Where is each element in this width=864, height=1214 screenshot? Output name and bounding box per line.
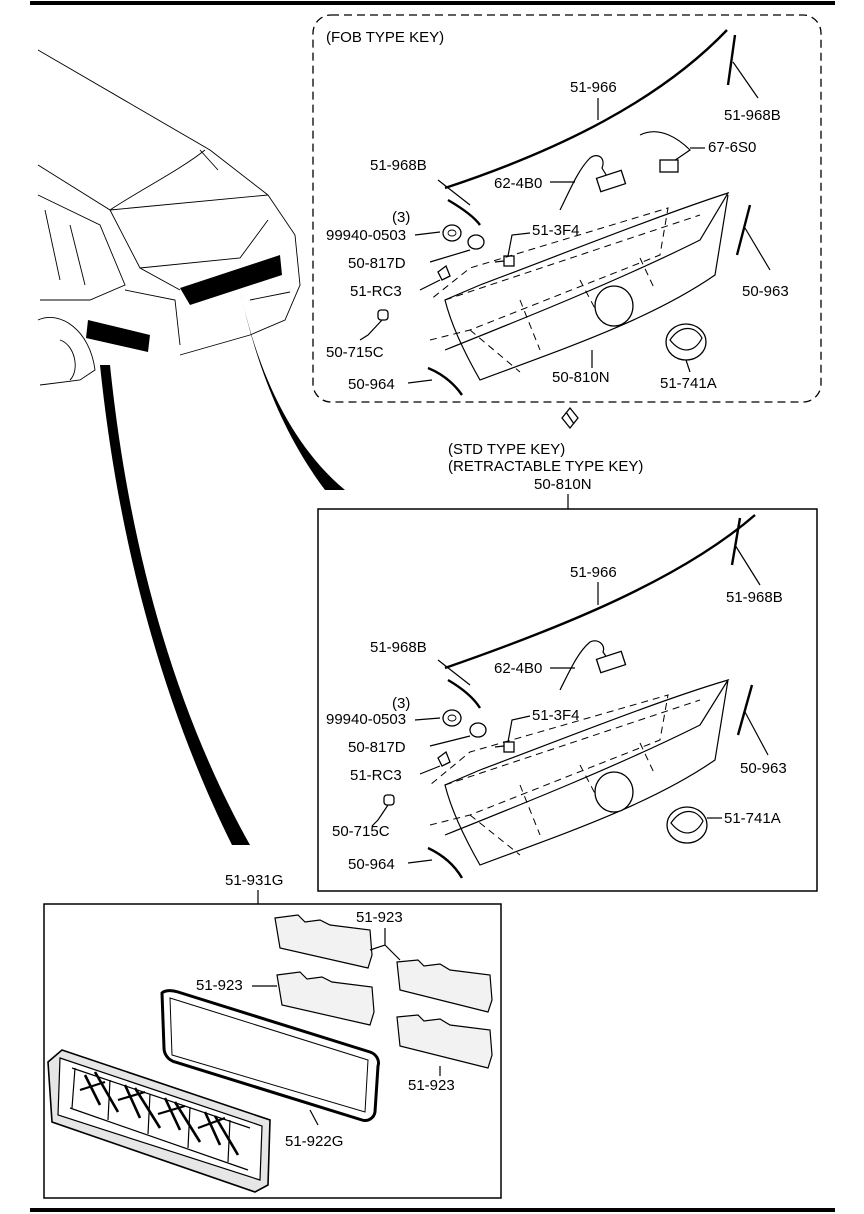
- fob-label-51-3f4: 51-3F4: [532, 222, 580, 239]
- std-title-line2: (RETRACTABLE TYPE KEY): [448, 458, 643, 475]
- fob-title: (FOB TYPE KEY): [326, 29, 444, 46]
- grille-section: 51-931G 51-923 51-923 51-923 51-922G: [43, 872, 502, 1199]
- std-label-51-966: 51-966: [570, 564, 617, 581]
- fob-frame: [312, 14, 822, 403]
- grille-highlight: [86, 320, 150, 352]
- std-label-50-964: 50-964: [348, 856, 395, 873]
- grille-label-51-923-bottom: 51-923: [408, 1077, 455, 1094]
- grille-label-51-923-left: 51-923: [196, 977, 243, 994]
- grille-label-51-923-top: 51-923: [356, 909, 403, 926]
- std-section: (STD TYPE KEY) (RETRACTABLE TYPE KEY) 50…: [317, 441, 818, 892]
- alternate-symbol-icon: [561, 406, 579, 430]
- fob-label-50-964: 50-964: [348, 376, 395, 393]
- std-label-50-817d: 50-817D: [348, 739, 406, 756]
- fob-label-50-963: 50-963: [742, 283, 789, 300]
- fob-label-50-817d: 50-817D: [348, 255, 406, 272]
- pointer-to-grille: [100, 365, 250, 845]
- std-label-50-715c: 50-715C: [332, 823, 390, 840]
- std-label-51-rc3: 51-RC3: [350, 767, 402, 784]
- std-label-51-741a: 51-741A: [724, 810, 781, 827]
- std-label-62-4b0: 62-4B0: [494, 660, 542, 677]
- fob-label-qty: (3): [392, 209, 410, 226]
- std-label-50-963: 50-963: [740, 760, 787, 777]
- grille-frame: [43, 903, 502, 1199]
- fob-label-51-966: 51-966: [570, 79, 617, 96]
- vehicle-overview: [37, 49, 301, 386]
- fob-label-51-968b-top: 51-968B: [724, 107, 781, 124]
- fob-section: (FOB TYPE KEY) 51-966 51-968B 67-6S0 62-…: [312, 14, 822, 403]
- fob-label-62-4b0: 62-4B0: [494, 175, 542, 192]
- std-label-51-968b-right: 51-968B: [726, 589, 783, 606]
- fob-label-51-968b-left: 51-968B: [370, 157, 427, 174]
- pointer-to-std: [240, 290, 345, 490]
- fob-label-50-810n: 50-810N: [552, 369, 610, 386]
- std-label-51-968b-left: 51-968B: [370, 639, 427, 656]
- fob-label-99940-0503: 99940-0503: [326, 227, 406, 244]
- grille-ref: 51-931G: [225, 872, 283, 889]
- std-label-51-3f4: 51-3F4: [532, 707, 580, 724]
- fob-label-51-741a: 51-741A: [660, 375, 717, 392]
- fob-label-50-715c: 50-715C: [326, 344, 384, 361]
- grille-label-51-922g: 51-922G: [285, 1133, 343, 1150]
- std-title-line1: (STD TYPE KEY): [448, 441, 565, 458]
- fob-label-51-rc3: 51-RC3: [350, 283, 402, 300]
- grille-grid: [47, 1049, 271, 1193]
- fob-label-67-6s0: 67-6S0: [708, 139, 756, 156]
- garnish-highlight: [180, 255, 282, 305]
- std-label-99940-0503: 99940-0503: [326, 711, 406, 728]
- std-ref: 50-810N: [534, 476, 592, 493]
- std-label-qty: (3): [392, 695, 410, 712]
- std-frame: [317, 508, 818, 892]
